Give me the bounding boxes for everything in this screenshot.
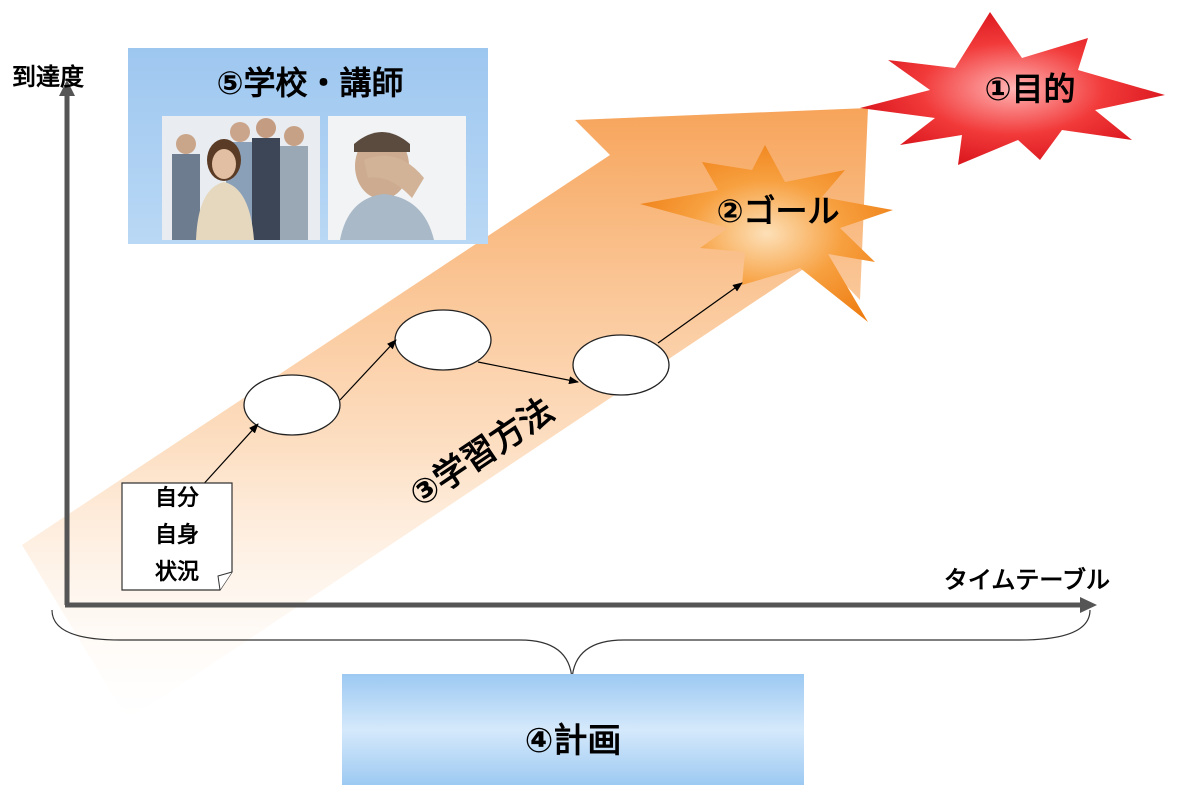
step-arrows [199, 282, 743, 489]
plan-box: ④計画 [342, 674, 804, 785]
self-status-line2: 自身 [155, 522, 199, 548]
goal-burst [640, 145, 893, 322]
x-axis-label: タイムテーブル [944, 566, 1110, 594]
purpose-burst [860, 12, 1165, 165]
self-status-line1: 自分 [155, 485, 199, 511]
step-ellipse-2 [394, 309, 492, 371]
step-ellipse-1 [243, 374, 341, 436]
axes [59, 80, 1097, 613]
group-of-people-photo [162, 116, 320, 240]
school-teacher-panel: ⑤学校・講師 [128, 48, 488, 244]
school-teacher-label: ⑤学校・講師 [216, 64, 403, 102]
learning-method-arrow [22, 108, 868, 720]
self-status-note: 自分 自身 状況 [121, 482, 233, 591]
plan-label: ④計画 [525, 721, 622, 761]
goal-label: ②ゴール [716, 192, 839, 230]
stressed-man-photo [328, 116, 466, 240]
y-axis-label: 到達度 [12, 63, 85, 91]
self-status-line3: 状況 [155, 560, 199, 585]
purpose-label: ①目的 [984, 70, 1075, 108]
step-ellipse-3 [572, 334, 670, 396]
